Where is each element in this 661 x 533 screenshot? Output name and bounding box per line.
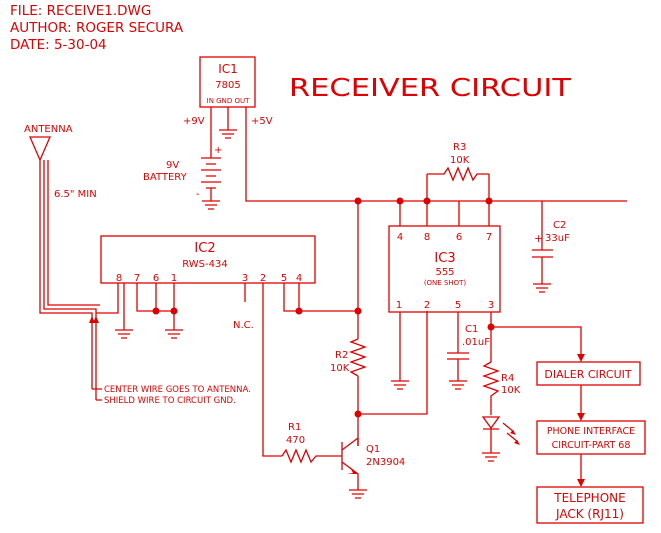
ic2-pin-3: 3 [242, 273, 248, 284]
battery-label: BATTERY [143, 172, 188, 183]
phone-interface-line1: PHONE INTERFACE [547, 426, 635, 437]
r2-resistor [349, 338, 367, 377]
note-center-wire: CENTER WIRE GOES TO ANTENNA. [104, 385, 251, 395]
r1-resistor [281, 448, 342, 464]
r3-ref: R3 [453, 142, 466, 153]
coax-cable [39, 160, 119, 400]
c1-ref: C1 [465, 324, 478, 335]
ic2-nc-label: N.C. [233, 320, 254, 331]
r1-value: 470 [286, 435, 305, 446]
ic3-pin-7: 7 [486, 232, 492, 243]
schematic-title: RECEIVER CIRCUIT [289, 73, 572, 102]
ic3-mode: (ONE SHOT) [424, 279, 467, 287]
note-shield-wire: SHIELD WIRE TO CIRCUIT GND. [104, 396, 236, 406]
antenna-label: ANTENNA [24, 124, 73, 135]
ic1-vout-label: +5V [251, 116, 273, 127]
ic2-pin-1: 1 [171, 273, 177, 284]
battery-voltage: 9V [166, 160, 179, 171]
c2-ref: C2 [553, 220, 566, 231]
telephone-jack-line2: JACK (RJ11) [555, 507, 624, 521]
r2-value: 10K [330, 363, 350, 374]
q1-transistor [341, 437, 367, 499]
r4-resistor [482, 361, 500, 415]
header-file: FILE: RECEIVE1.DWG [10, 3, 151, 19]
antenna-length-label: 6.5" MIN [54, 189, 97, 200]
led-icon [481, 416, 520, 462]
ic2-part: RWS-434 [182, 259, 227, 270]
r4-ref: R4 [501, 373, 514, 384]
battery-symbol [201, 142, 221, 210]
c2-polarity: + [534, 232, 543, 245]
ic2-ref: IC2 [194, 241, 215, 256]
ic2-pin-2: 2 [260, 273, 266, 284]
r1-ref: R1 [288, 422, 301, 433]
r2-ref: R2 [335, 350, 348, 361]
ic3-pin-2: 2 [424, 300, 430, 311]
phone-interface-block: PHONE INTERFACE CIRCUIT-PART 68 [536, 420, 646, 455]
antenna-icon [29, 136, 51, 162]
q1-ref: Q1 [366, 444, 380, 455]
ic1-ref: IC1 [218, 62, 238, 76]
battery-plus: + [214, 145, 222, 156]
telephone-jack-line1: TELEPHONE [553, 491, 625, 505]
ic1-regulator: IC1 7805 IN GND OUT [199, 56, 256, 108]
q1-part: 2N3904 [366, 457, 405, 468]
header-date: DATE: 5-30-04 [10, 37, 107, 53]
c2-capacitor [532, 201, 553, 293]
ic3-pin-5: 5 [455, 300, 461, 311]
ic3-pin-1: 1 [396, 300, 402, 311]
c1-capacitor [447, 352, 469, 390]
ic1-part: 7805 [215, 80, 240, 91]
ic2-pin-8: 8 [116, 273, 122, 284]
ic1-pin-labels: IN GND OUT [207, 97, 250, 105]
ic2-pin-6: 6 [153, 273, 159, 284]
r3-resistor [427, 166, 489, 182]
c1-value: .01uF [462, 337, 490, 348]
ic2-pin-4: 4 [296, 273, 302, 284]
ic3-pin-8: 8 [424, 232, 430, 243]
ic2-pin-7: 7 [134, 273, 140, 284]
ic3-pin-3: 3 [488, 300, 494, 311]
phone-interface-line2: CIRCUIT-PART 68 [552, 440, 631, 451]
r4-value: 10K [501, 385, 521, 396]
telephone-jack-block: TELEPHONE JACK (RJ11) [536, 486, 644, 524]
dialer-circuit-label: DIALER CIRCUIT [544, 368, 631, 381]
battery-minus: - [196, 189, 200, 200]
ic3-pin-6: 6 [456, 232, 462, 243]
ic3-part: 555 [435, 267, 454, 278]
dialer-circuit-block: DIALER CIRCUIT [536, 361, 641, 386]
ic3-ref: IC3 [434, 251, 455, 266]
ic3-timer: 4 8 6 7 IC3 555 (ONE SHOT) 1 2 5 3 [388, 225, 501, 313]
header-author: AUTHOR: ROGER SECURA [10, 20, 184, 36]
ic2-pin-5: 5 [281, 273, 287, 284]
r3-value: 10K [450, 155, 470, 166]
ic3-pin-4: 4 [397, 232, 403, 243]
c2-value: 33uF [545, 233, 570, 244]
ic2-receiver-module: IC2 RWS-434 8 7 6 1 3 2 5 4 [100, 235, 316, 284]
ic1-vin-label: +9V [183, 116, 205, 127]
